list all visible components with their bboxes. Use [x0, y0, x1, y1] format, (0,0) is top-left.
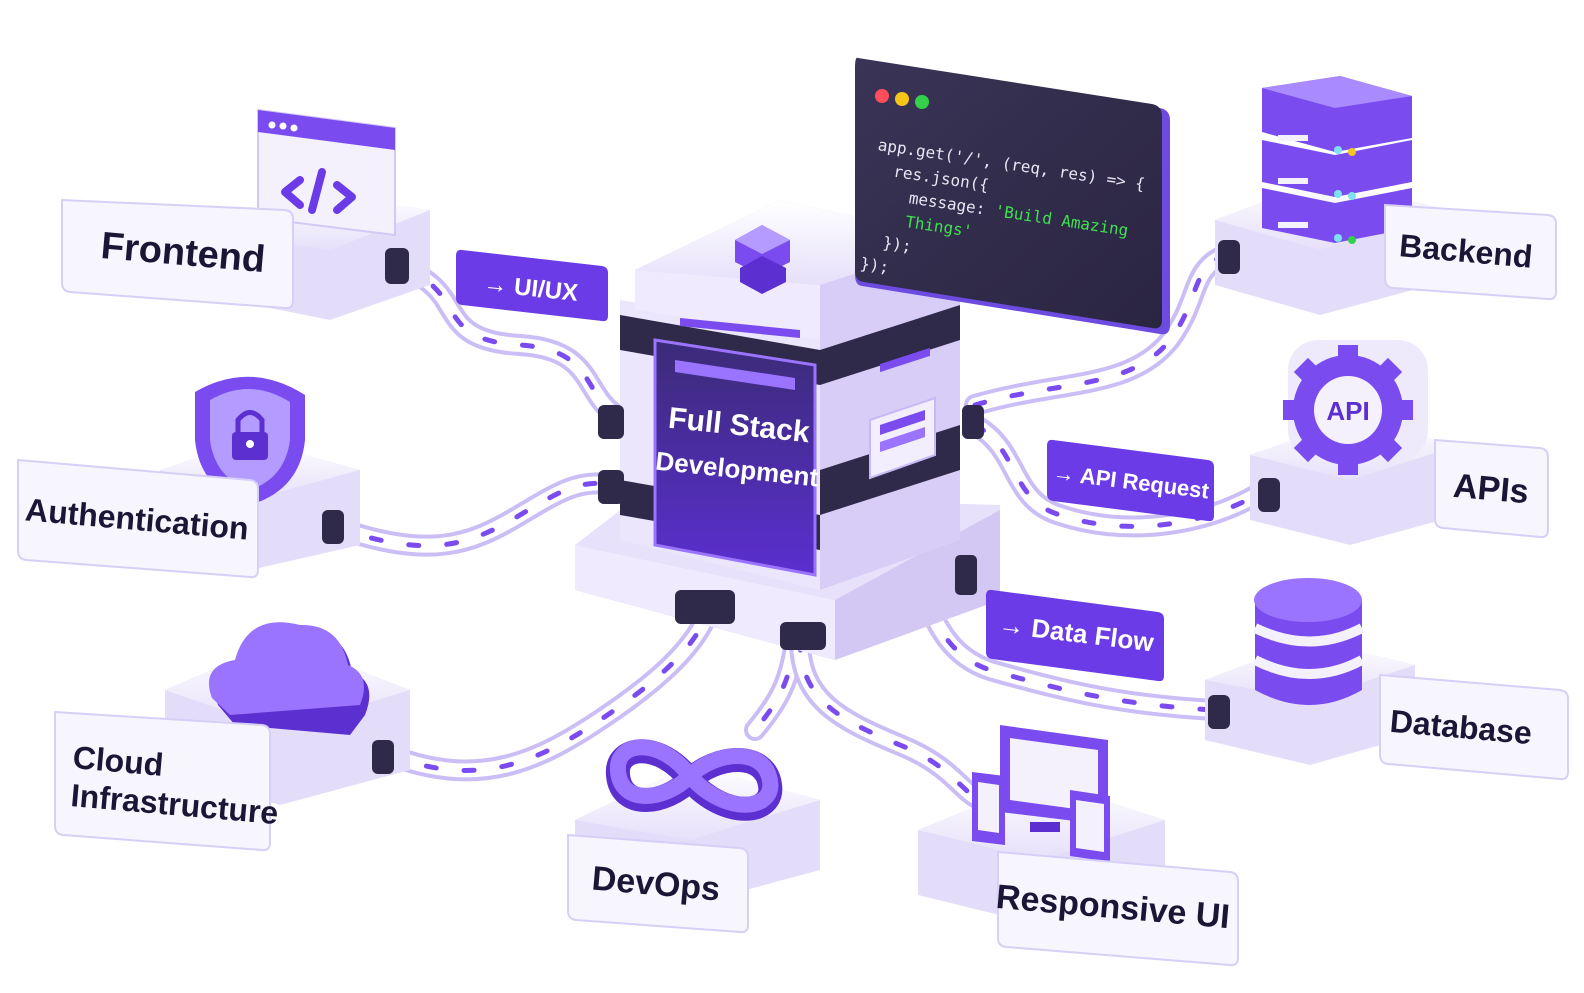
- code-line: });: [859, 254, 890, 277]
- hexagon-gem-icon: [735, 225, 790, 294]
- close-dot-icon: [875, 89, 889, 103]
- api-badge-text: API: [1326, 396, 1369, 426]
- infinity-icon: [605, 739, 783, 821]
- socket-bottom: [780, 622, 826, 650]
- pill-api-request: → API Request: [1047, 439, 1214, 522]
- devices-icon: [972, 725, 1110, 862]
- minimize-dot-icon: [895, 92, 909, 106]
- node-devops[interactable]: DevOps: [567, 739, 820, 934]
- code-window-icon: [257, 108, 396, 237]
- cloud-label-line1: Cloud: [71, 739, 164, 783]
- node-responsive[interactable]: Responsive UI: [918, 725, 1239, 967]
- socket-left: [675, 590, 735, 624]
- node-backend[interactable]: Backend: [1215, 76, 1557, 315]
- maximize-dot-icon: [915, 95, 929, 109]
- socket-right: [955, 555, 977, 595]
- pill-uiux: → UI/UX: [456, 249, 608, 322]
- shield-lock-icon: [195, 376, 305, 505]
- core-panel: [653, 338, 817, 577]
- apis-label: APIs: [1452, 467, 1531, 511]
- node-apis[interactable]: API APIs: [1250, 340, 1549, 545]
- node-authentication[interactable]: Authentication: [17, 376, 360, 579]
- database-icon: [1252, 578, 1365, 705]
- node-database[interactable]: Database: [1205, 578, 1569, 781]
- api-gear-icon: API: [1283, 340, 1428, 475]
- code-window: app.get('/', (req, res) => { res.json({ …: [855, 57, 1170, 335]
- server-stack-icon: [1262, 76, 1412, 244]
- node-cloud[interactable]: Cloud Infrastructure: [54, 622, 410, 852]
- cloud-icon: [208, 622, 370, 735]
- pill-data-flow: → Data Flow: [986, 589, 1164, 682]
- node-frontend[interactable]: Frontend: [61, 108, 430, 320]
